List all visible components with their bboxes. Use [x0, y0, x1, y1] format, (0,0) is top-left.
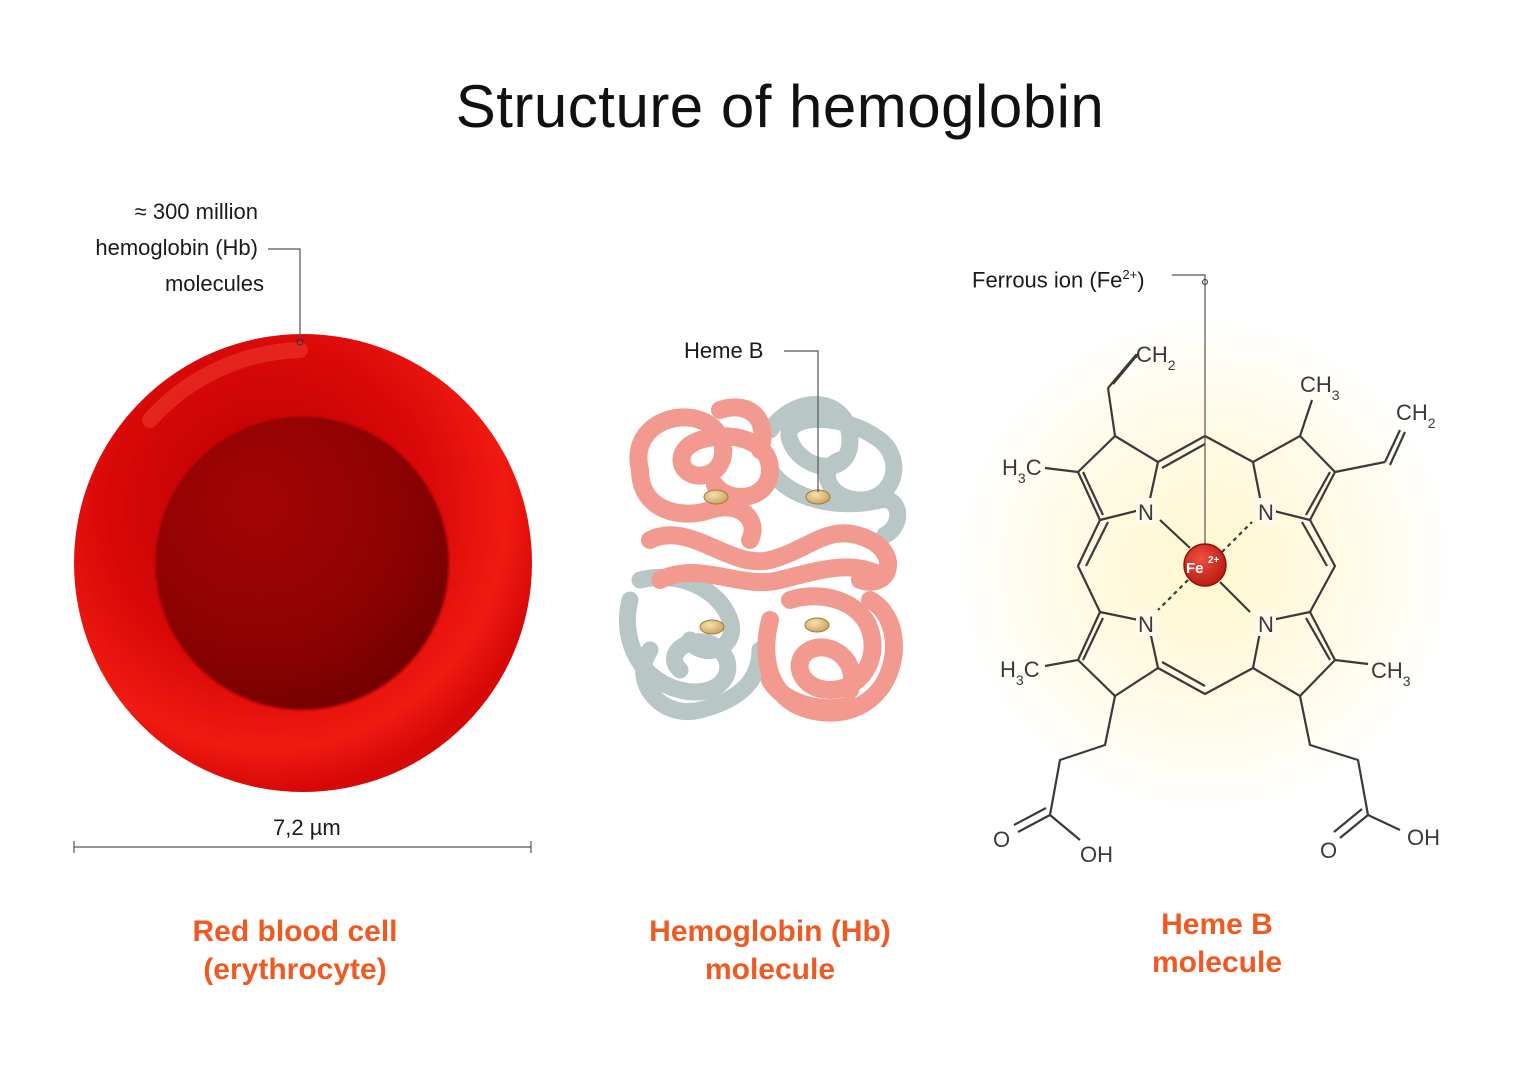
rbc-caption-line2: (erythrocyte) [203, 953, 387, 986]
page-title: Structure of hemoglobin [455, 73, 1105, 140]
rbc-caption-line1: Red blood cell [192, 915, 398, 948]
oh-left-label: OH [1080, 842, 1113, 867]
hb-caption: Hemoglobin (Hb) molecule [620, 913, 920, 989]
nitrogen-bottom-left: N [1138, 612, 1154, 637]
heme-caption-line2: molecule [1151, 946, 1283, 979]
ch2-right-label: CH2 [1396, 400, 1436, 431]
fe-sup: 2+ [1208, 555, 1220, 566]
fe-atom [1183, 543, 1227, 587]
heme-caption-line1: Heme B [1161, 908, 1273, 941]
ch3-top-right-label: CH3 [1300, 372, 1340, 403]
hemoglobin-molecule [618, 396, 907, 722]
heme-annotation-close: ) [1137, 267, 1145, 293]
red-blood-cell [74, 334, 532, 792]
heme-annotation-sup: 2+ [1122, 267, 1138, 282]
heme-annotation: Ferrous ion (Fe2+) [972, 257, 1145, 298]
rbc-annotation-line3: molecules [164, 271, 264, 296]
hb-annotation: Heme B [684, 338, 764, 363]
oh-right-label: OH [1407, 825, 1440, 850]
h3c-top-left-label: H3C [1002, 455, 1042, 486]
heme-b-molecule: Fe 2+ N N N N CH2 CH3 CH2 H3C H3C CH3 O … [955, 274, 1455, 867]
heme-caption: Heme B molecule [1067, 906, 1367, 982]
rbc-scale-bar [73, 841, 532, 853]
rbc-annotation-line1: ≈ 300 million [134, 199, 258, 224]
hb-caption-line1: Hemoglobin (Hb) [649, 915, 891, 948]
nitrogen-top-left: N [1138, 500, 1154, 525]
oxygen-left-label: O [993, 827, 1010, 852]
fe-label: Fe [1186, 560, 1204, 577]
rbc-caption: Red blood cell (erythrocyte) [145, 913, 445, 989]
oxygen-right-label: O [1320, 838, 1337, 863]
rbc-leader-line [268, 248, 301, 340]
nitrogen-top-right: N [1258, 500, 1274, 525]
h3c-bottom-left-label: H3C [1000, 657, 1040, 688]
nitrogen-bottom-right: N [1258, 612, 1274, 637]
hb-caption-line2: molecule [704, 953, 836, 986]
heme-annotation-text: Ferrous ion (Fe [972, 267, 1123, 293]
ch2-top-label: CH2 [1136, 342, 1176, 373]
ch3-bottom-right-label: CH3 [1371, 658, 1411, 689]
rbc-annotation-line2: hemoglobin (Hb) [95, 235, 258, 260]
rbc-scale-label: 7,2 µm [273, 815, 341, 840]
heme-leader-line [1172, 274, 1206, 560]
rbc-annotation: ≈ 300 million hemoglobin (Hb) molecules [40, 194, 264, 302]
hb-leader-line [784, 350, 819, 492]
